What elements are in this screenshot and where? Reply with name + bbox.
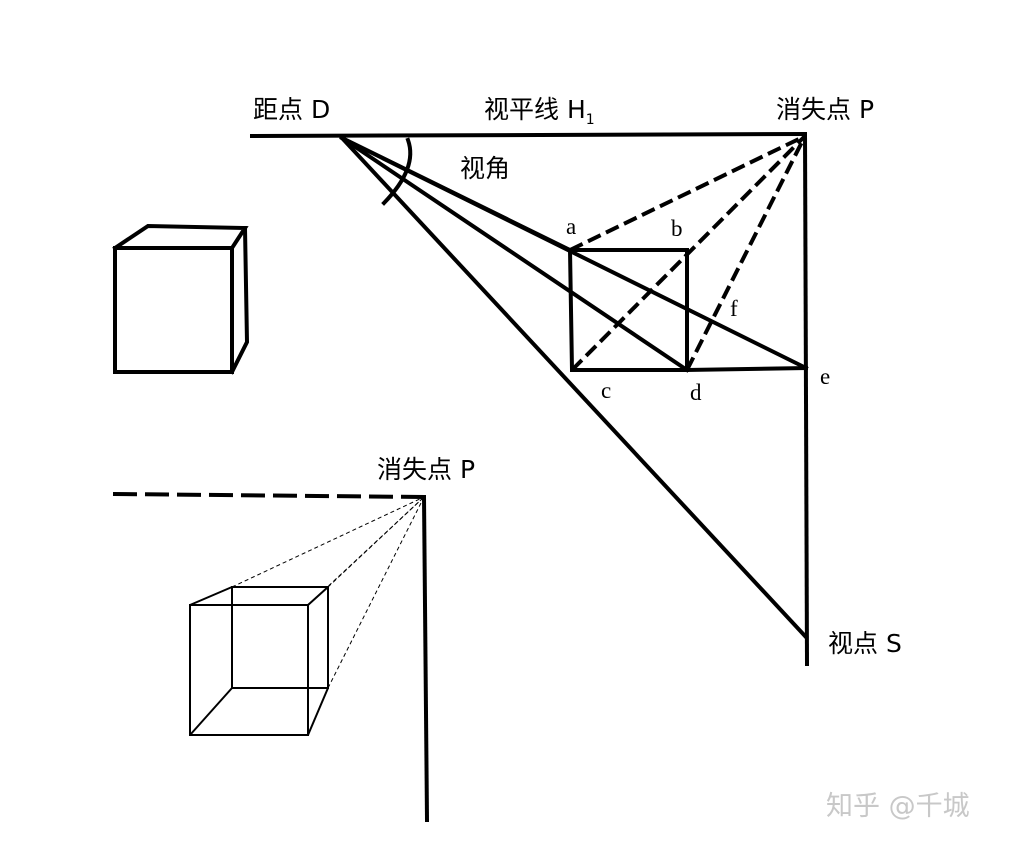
bottom-vertical-line [421,494,430,823]
label-vanishing-point-bottom: 消失点 P [377,455,475,484]
wire-cube-edge-bl [189,687,233,736]
label-distance-point: 距点 D [253,95,330,124]
label-view-point: 视点 S [828,629,902,658]
horizon-line-h1 [249,131,808,139]
convergence-line-3 [307,496,425,606]
label-vanishing-point-top: 消失点 P [776,95,874,124]
wire-cube-edge-tl [189,586,233,606]
view-angle-arc [381,137,413,206]
wire-cube-edge-br [307,687,329,736]
label-point-b: b [671,216,683,241]
label-point-d: d [690,380,702,405]
solid-cube-top [112,223,249,251]
vertical-line-p-to-s [802,131,810,667]
wire-cube-front [189,604,309,736]
label-point-e: e [820,364,830,389]
label-point-c: c [601,378,611,403]
convergence-line-4 [327,496,425,689]
label-point-f: f [730,296,738,321]
solid-cube-front [113,246,234,374]
line-d-to-s [339,135,808,639]
label-point-a: a [566,214,576,239]
line-d-to-d [339,135,690,373]
wire-cube-back [231,586,329,689]
dashed-a-to-p [569,134,806,252]
line-d-to-e-base [684,365,809,373]
dashed-d-to-p [685,135,807,371]
dashed-c-to-p [570,134,807,372]
label-view-angle: 视角 [460,154,510,183]
bottom-horizon-line [112,492,425,499]
solid-cube-side [229,225,250,375]
line-d-to-a [339,135,573,253]
watermark: 知乎 @千城 [826,791,970,822]
convergence-line-1 [231,496,425,588]
label-horizon-line: 视平线 H1 [484,95,595,128]
